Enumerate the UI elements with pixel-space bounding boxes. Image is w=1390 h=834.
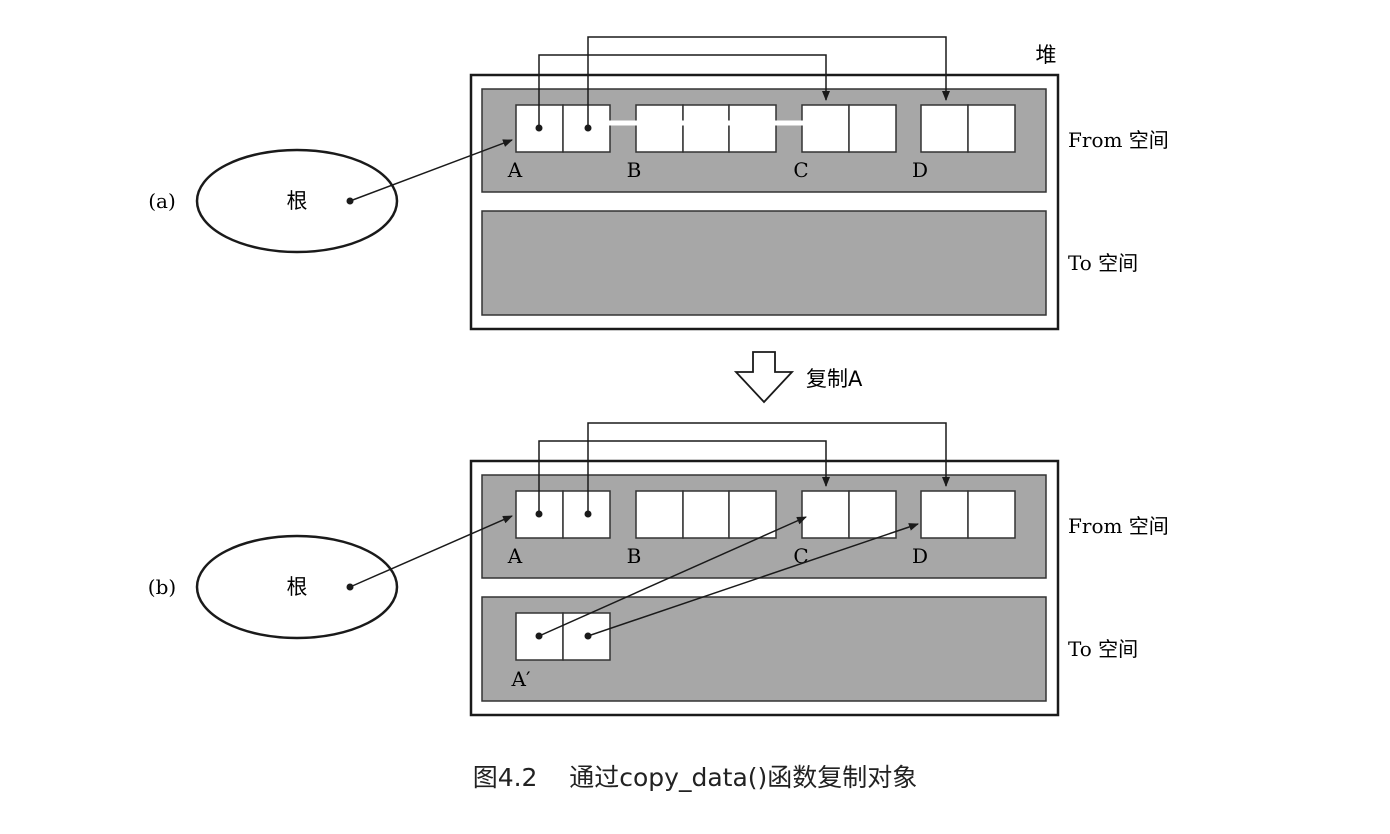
object-c-label: C [793,158,808,182]
to-space [481,210,1047,316]
object-a-copy [515,612,611,661]
object-d [920,104,1016,153]
down-arrow-icon [733,351,795,404]
object-a [515,104,611,153]
panel-b: (b) 根 From 空间 To 空间 A B C [148,422,1169,717]
object-b-label: B [627,544,642,568]
root-pointer-to-a [349,515,513,588]
caption-gap [537,763,569,792]
copy-step: 复制A [733,351,863,404]
object-a-copy-label: A′ [511,667,531,691]
from-space-label: From 空间 [1068,128,1169,152]
figure-title: 通过copy_data()函数复制对象 [569,763,918,792]
root-label: 根 [287,189,308,213]
object-c [801,104,897,153]
object-c [801,490,897,539]
figure-caption: 图4.2 通过copy_data()函数复制对象 [0,758,1390,794]
to-space-label: To 空间 [1068,637,1138,661]
pointer-a-to-c [538,54,830,128]
panel-a-tag: (a) [148,189,176,213]
pointer-a-to-d [587,36,950,128]
heap-label: 堆 [1036,43,1057,67]
pointer-a-copy-to-d [587,523,919,637]
object-b [635,104,777,153]
figure-number: 图4.2 [472,763,538,792]
object-a [515,490,611,539]
from-space-label: From 空间 [1068,514,1169,538]
object-d-label: D [912,158,928,182]
pointer-a-to-c [538,440,830,514]
object-a-label: A [507,158,523,182]
object-a-label: A [507,544,523,568]
to-space-label: To 空间 [1068,251,1138,275]
panel-b-tag: (b) [148,575,176,599]
pointer-a-to-d [587,422,950,514]
root-ellipse [195,148,399,254]
root-ellipse [195,534,399,640]
object-d [920,490,1016,539]
root-pointer-to-a [349,139,513,202]
pointer-a-copy-to-c [538,516,807,637]
object-b-label: B [627,158,642,182]
object-b [635,490,777,539]
object-d-label: D [912,544,928,568]
panel-a: (a) 根 堆 From 空间 To 空间 [148,36,1169,331]
copy-step-label: 复制A [806,367,863,391]
root-label: 根 [287,575,308,599]
